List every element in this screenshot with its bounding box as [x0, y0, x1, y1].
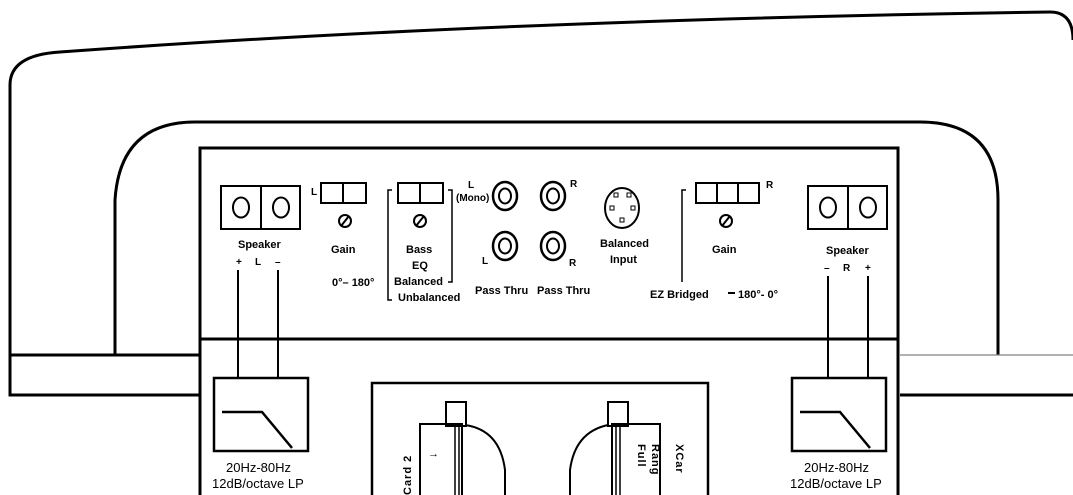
pass-thru-left-channel: L	[482, 256, 488, 267]
xcard-right-label-a: Full	[635, 444, 647, 468]
hood-outline	[113, 120, 1000, 355]
left-speaker-minus: –	[275, 257, 281, 268]
xcard-left-arrow: →	[428, 448, 439, 460]
bass-eq-bracket	[387, 189, 392, 301]
pass-thru-right-label: Pass Thru	[537, 285, 590, 297]
left-gain-channel: L	[311, 187, 317, 198]
right-speaker-channel: R	[843, 263, 851, 274]
left-gain-phase: 0°– 180°	[332, 277, 374, 289]
bass-eq-bracket-right	[448, 189, 453, 283]
left-gain-switch[interactable]	[320, 182, 367, 204]
right-filter-line1: 20Hz-80Hz	[804, 460, 869, 475]
left-speaker-channel: L	[255, 257, 261, 268]
bass-eq-unbalanced: Unbalanced	[398, 292, 460, 304]
left-gain-label: Gain	[331, 244, 356, 256]
chassis-outline	[8, 10, 1073, 355]
pass-thru-right-channel: R	[569, 258, 577, 269]
right-rca-jack[interactable]	[539, 180, 567, 212]
xcard-right-label-c: XCar	[673, 444, 685, 474]
right-speaker-terminal[interactable]	[807, 185, 888, 230]
balanced-input-line2: Input	[610, 254, 637, 266]
right-gain-switch[interactable]	[695, 182, 760, 204]
pass-thru-left-label: Pass Thru	[475, 285, 528, 297]
left-speaker-terminal[interactable]	[220, 185, 301, 230]
xcard-bay	[370, 381, 710, 495]
left-base-ledge	[8, 353, 200, 397]
xcard-slot-right[interactable]	[569, 401, 661, 495]
left-filter-line2: 12dB/octave LP	[212, 476, 304, 491]
right-gain-channel: R	[766, 180, 774, 191]
mono-rca-jack[interactable]	[491, 180, 519, 212]
xcard-right-label-b: Rang	[649, 444, 661, 476]
right-gain-knob[interactable]	[719, 214, 733, 228]
right-speaker-label: Speaker	[826, 245, 870, 257]
pass-thru-left-jack[interactable]	[491, 230, 519, 262]
balanced-input-connector[interactable]	[604, 187, 640, 229]
left-speaker-label: Speaker	[238, 239, 282, 251]
balanced-input-line1: Balanced	[600, 238, 649, 250]
xcard-slot-left[interactable]	[419, 401, 506, 495]
right-rca-channel: R	[570, 179, 578, 190]
pass-thru-right-jack[interactable]	[539, 230, 567, 262]
bass-eq-line2: EQ	[412, 260, 428, 272]
right-gain-bracket	[681, 189, 686, 282]
mono-input-channel: L	[468, 180, 474, 191]
bass-eq-balanced: Balanced	[394, 276, 443, 288]
right-gain-phase: 180°- 0°	[738, 289, 778, 301]
control-panel	[198, 146, 900, 495]
left-speaker-plus: +	[236, 257, 242, 268]
bass-eq-switch[interactable]	[397, 182, 444, 204]
left-gain-knob[interactable]	[338, 214, 352, 228]
right-lowpass-filter-icon	[790, 376, 888, 453]
bass-eq-knob[interactable]	[413, 214, 427, 228]
left-lowpass-filter-icon	[212, 376, 310, 453]
right-gain-dash	[728, 292, 735, 294]
right-filter-line2: 12dB/octave LP	[790, 476, 882, 491]
xcard-left-label: Card 2	[402, 455, 414, 495]
bass-eq-line1: Bass	[406, 244, 432, 256]
right-gain-label: Gain	[712, 244, 737, 256]
right-speaker-plus: +	[865, 263, 871, 274]
left-filter-line1: 20Hz-80Hz	[226, 460, 291, 475]
right-gain-bridged: EZ Bridged	[650, 289, 709, 301]
mono-input-mono: (Mono)	[456, 193, 489, 204]
right-speaker-minus: –	[824, 263, 830, 274]
